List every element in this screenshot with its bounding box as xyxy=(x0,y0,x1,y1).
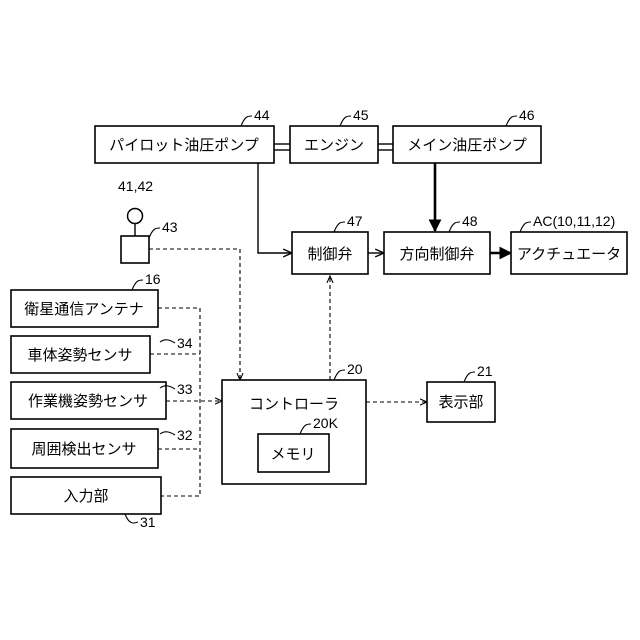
main-hydraulic-pump-block: メイン油圧ポンプ xyxy=(393,126,541,163)
ref-43-label: 43 xyxy=(162,219,178,235)
ref-16-label: 16 xyxy=(145,271,161,287)
ref-31: 31 xyxy=(125,514,156,530)
surrounding-detection-sensor-block: 周囲検出センサ xyxy=(11,429,158,468)
engine-label: エンジン xyxy=(304,136,364,154)
engine-pilot-pump-coupling xyxy=(274,144,290,150)
satellite-antenna-block: 衛星通信アンテナ xyxy=(11,290,158,327)
ref-31-label: 31 xyxy=(140,514,156,530)
control-valve-block: 制御弁 xyxy=(292,232,368,274)
ref-46: 46 xyxy=(506,107,535,126)
memory-label: メモリ xyxy=(270,445,315,463)
body-posture-sensor-block: 車体姿勢センサ xyxy=(11,336,150,373)
receiver-to-controller-line xyxy=(149,249,240,380)
input-unit-block: 入力部 xyxy=(11,477,161,514)
ref-44-label: 44 xyxy=(254,107,270,123)
pilot-pump-to-control-valve-line xyxy=(258,163,292,253)
ref-34: 34 xyxy=(160,335,193,351)
ref-20: 20 xyxy=(334,361,363,380)
pilot-hydraulic-pump-block: パイロット油圧ポンプ xyxy=(95,126,274,163)
ref-ac: AC(10,11,12) xyxy=(520,213,615,232)
ref-33-label: 33 xyxy=(177,381,193,397)
work-sensor-label: 作業機姿勢センサ xyxy=(28,392,148,410)
engine-block: エンジン xyxy=(290,126,378,163)
ref-48-label: 48 xyxy=(462,213,478,229)
ref-41-42-label: 41,42 xyxy=(118,178,153,194)
ref-ac-label: AC(10,11,12) xyxy=(533,213,615,229)
ref-43: 43 xyxy=(149,219,178,238)
actuator-label: アクチュエータ xyxy=(517,245,621,263)
ref-20k-label: 20K xyxy=(313,415,339,431)
ref-48: 48 xyxy=(449,213,478,232)
memory-block: メモリ xyxy=(258,434,329,472)
ref-21-label: 21 xyxy=(477,363,493,379)
ref-46-label: 46 xyxy=(519,107,535,123)
controller-label: コントローラ xyxy=(249,395,339,413)
display-label: 表示部 xyxy=(438,393,483,411)
input-label: 入力部 xyxy=(63,487,108,505)
control-valve-label: 制御弁 xyxy=(307,245,352,263)
ref-32: 32 xyxy=(160,427,193,443)
body-sensor-label: 車体姿勢センサ xyxy=(27,346,132,364)
ref-32-label: 32 xyxy=(177,427,193,443)
ref-45-label: 45 xyxy=(353,107,369,123)
ref-45: 45 xyxy=(340,107,369,126)
directional-control-valve-block: 方向制御弁 xyxy=(384,232,490,274)
ref-34-label: 34 xyxy=(177,335,193,351)
main-pump-label: メイン油圧ポンプ xyxy=(407,136,527,154)
ref-47: 47 xyxy=(334,213,363,232)
surround-sensor-label: 周囲検出センサ xyxy=(31,440,136,458)
pilot-pump-label: パイロット油圧ポンプ xyxy=(109,136,259,154)
engine-main-pump-coupling xyxy=(378,144,393,150)
ref-41-42: 41,42 xyxy=(118,178,153,194)
display-block: 表示部 xyxy=(427,382,495,422)
actuator-block: アクチュエータ xyxy=(511,232,627,274)
work-machine-posture-sensor-block: 作業機姿勢センサ xyxy=(11,382,166,419)
antenna-icon xyxy=(128,209,143,224)
ref-20-label: 20 xyxy=(347,361,363,377)
ref-44: 44 xyxy=(241,107,270,126)
directional-valve-label: 方向制御弁 xyxy=(399,245,474,263)
ref-47-label: 47 xyxy=(347,213,363,229)
ref-21: 21 xyxy=(464,363,493,382)
satellite-antenna-label: 衛星通信アンテナ xyxy=(24,300,143,318)
receiver-block xyxy=(121,236,149,263)
ref-16: 16 xyxy=(132,271,161,290)
